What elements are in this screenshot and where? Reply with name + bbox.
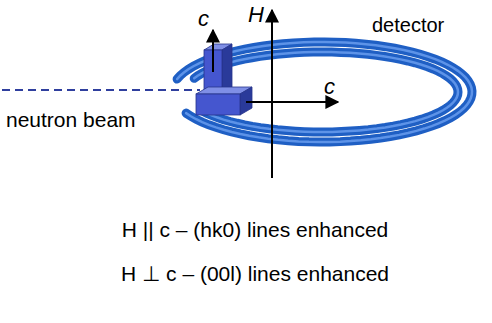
note-text: H || c – (hk0) lines enhanced xyxy=(122,218,389,242)
beam-label: neutron beam xyxy=(6,108,136,132)
field-label: H xyxy=(248,2,264,27)
field-arrow xyxy=(271,10,273,178)
c-axis-arrow xyxy=(246,101,338,103)
detector-band-highlight xyxy=(194,52,458,132)
detector-ring xyxy=(177,42,472,142)
axis-label: c xyxy=(324,74,335,99)
axis-label: c xyxy=(198,6,209,31)
note-text: H ⊥ c – (00l) lines enhanced xyxy=(121,262,389,286)
detector-band-highlight xyxy=(177,42,472,142)
detector-label: detector xyxy=(372,14,444,37)
c-axis-arrow xyxy=(212,30,214,72)
neutron-beam-line xyxy=(2,89,200,91)
crystal xyxy=(196,44,252,115)
detector-band xyxy=(177,42,472,142)
detector-band xyxy=(194,52,458,132)
